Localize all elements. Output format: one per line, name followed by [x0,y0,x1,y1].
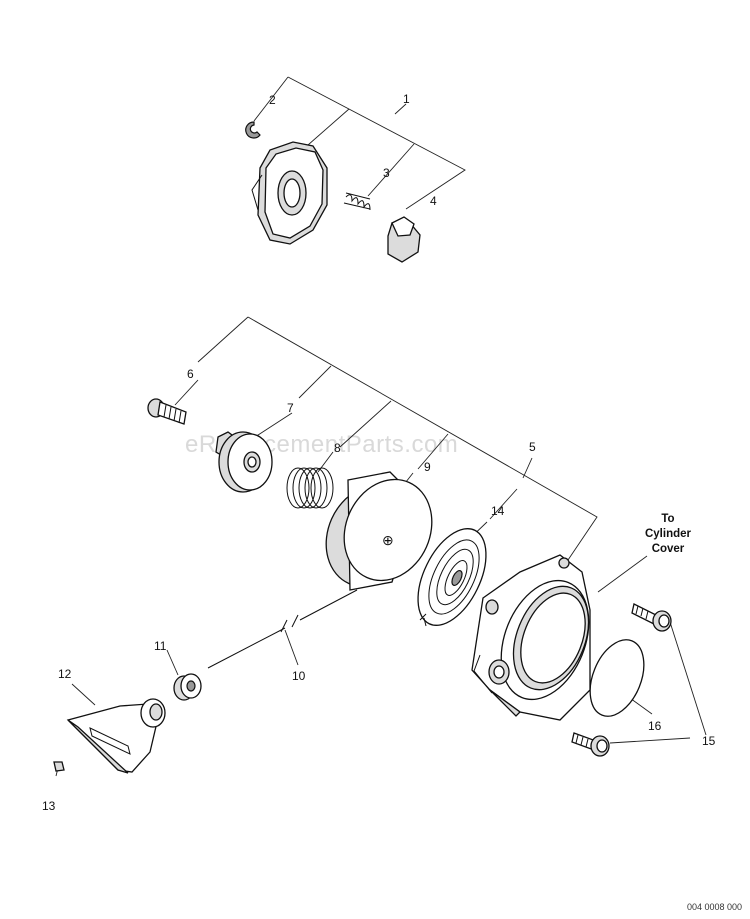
part-2-snap-ring [245,121,261,139]
callout-7: 7 [287,401,294,415]
part-15-bolt-lower [571,732,610,757]
part-10-starter-rope [207,589,358,669]
to-cylinder-cover-note: To Cylinder Cover [645,513,692,555]
callout-16: 16 [648,719,662,733]
callout-11: 11 [154,639,167,653]
note-line-2: Cylinder [645,528,692,540]
callout-13: 13 [42,799,56,813]
note-line-1: To [661,513,674,525]
callout-14: 14 [491,504,505,518]
part-7-ratchet-hub [215,431,273,493]
leader-lines [55,76,707,777]
part-11-rope-guide [173,673,202,701]
part-3-pawl-spring [343,192,371,211]
callout-5: 5 [529,440,536,454]
callout-8: 8 [334,441,341,455]
callout-labels: 1 2 3 4 5 6 7 8 9 10 11 12 13 14 15 16 [42,92,716,813]
callout-12: 12 [58,667,72,681]
callout-4: 4 [430,194,437,208]
callout-3: 3 [383,166,390,180]
reel-center-glyph: ⊕ [382,532,394,548]
part-16-gasket [589,639,645,717]
part-12-starter-handle [66,698,166,774]
part-15-bolt-upper [631,603,672,632]
callout-15: 15 [702,734,716,748]
part-9-rope-reel: ⊕ [325,471,433,591]
part-6-screw [147,398,187,425]
part-14-recoil-spring [417,528,487,627]
callout-2: 2 [269,93,276,107]
part-5-starter-case [471,554,591,721]
part-1-ratchet-housing [251,141,328,245]
note-line-3: Cover [652,543,685,555]
callout-9: 9 [424,460,431,474]
callout-6: 6 [187,367,194,381]
part-8-coil-spring [286,467,334,509]
callout-1: 1 [403,92,410,106]
drawing-code: 004 0008 000 [687,902,742,912]
part-4-pawl [387,216,421,263]
part-13-clip [53,761,65,772]
callout-10: 10 [292,669,306,683]
